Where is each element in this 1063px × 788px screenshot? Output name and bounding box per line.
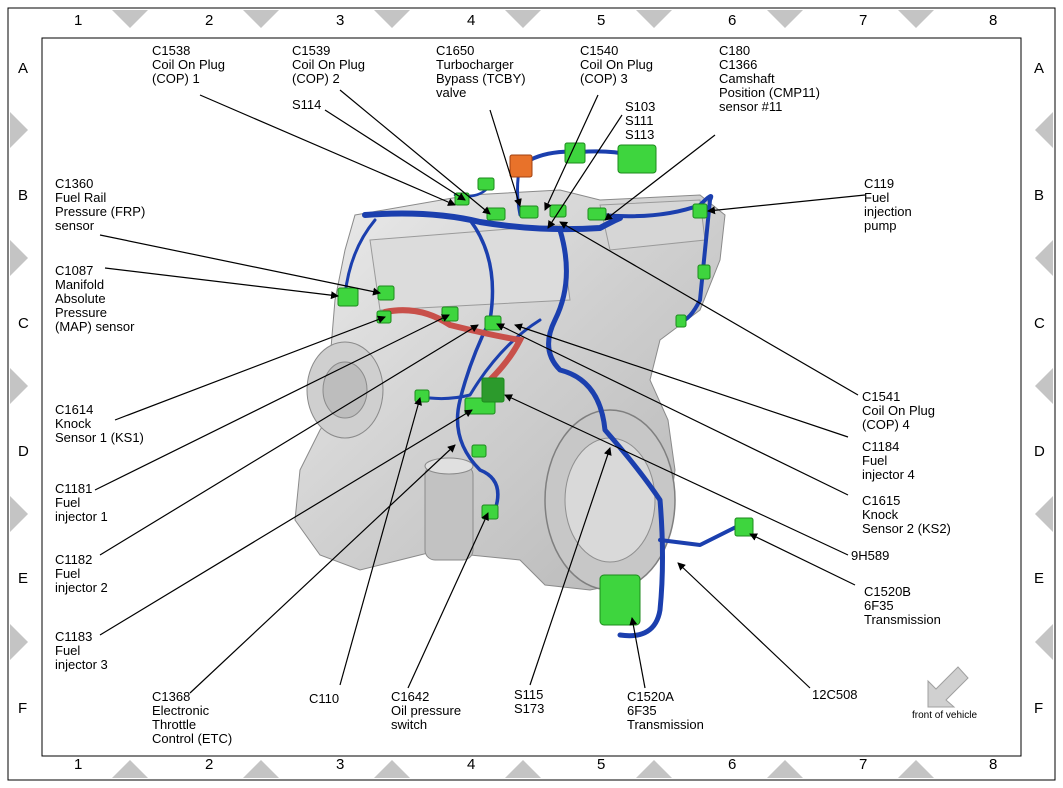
label-c1181: C1181 Fuel injector 1 [55,481,108,524]
col-label: 4 [467,12,476,29]
label-c1614: C1614 Knock Sensor 1 (KS1) [55,402,144,445]
row-label: D [1034,443,1045,460]
label-c1087: C1087 Manifold Absolute Pressure (MAP) s… [55,263,135,334]
col-label: 6 [728,12,737,29]
label-c1183: C1183 Fuel injector 3 [55,629,108,672]
label-12c508: 12C508 [812,687,858,702]
col-label: 7 [859,12,868,29]
leader-lines [94,89,866,694]
row-label: C [18,315,29,332]
col-label: 1 [74,12,83,29]
label-c180: C180 C1366 Camshaft Position (CMP11) sen… [719,43,820,114]
label-9h589: 9H589 [851,548,890,563]
col-label: 4 [467,756,476,773]
label-c1368: C1368 Electronic Throttle Control (ETC) [152,689,233,746]
row-label: C [1034,315,1045,332]
row-label: F [18,700,28,717]
label-c1615: C1615 Knock Sensor 2 (KS2) [862,493,951,536]
label-c1520a: C1520A 6F35 Transmission [627,689,704,732]
label-c1184: C1184 Fuel injector 4 [862,439,915,482]
top-border-triangles [112,10,934,28]
right-border-triangles [1035,112,1053,660]
row-label: B [1034,187,1045,204]
label-c1360: C1360 Fuel Rail Pressure (FRP) sensor [55,176,146,233]
row-label: A [1034,60,1045,77]
diagram-inner-border [41,37,1022,757]
col-label: 5 [597,12,606,29]
col-label: 8 [989,756,998,773]
col-label: 7 [859,756,868,773]
row-label: D [18,443,29,460]
label-s103: S103 S111 S113 [625,99,656,142]
col-label: 3 [336,12,345,29]
tcby-connector [509,154,533,178]
left-border-triangles [10,112,28,660]
col-label: 1 [74,756,83,773]
col-label: 5 [597,756,606,773]
diagram-border [7,7,1056,781]
row-label: B [18,187,29,204]
label-c1650: C1650 Turbocharger Bypass (TCBY) valve [436,43,526,100]
col-label: 6 [728,756,737,773]
label-c1642: C1642 Oil pressure switch [391,689,462,732]
row-label: F [1034,700,1044,717]
label-c119: C119 Fuel injection pump [864,176,912,233]
label-c1539: C1539 Coil On Plug (COP) 2 [292,43,365,86]
col-label: 2 [205,756,214,773]
col-label: 2 [205,12,214,29]
knock-sensor-wire [382,307,525,383]
col-label: 8 [989,12,998,29]
label-c1541: C1541 Coil On Plug (COP) 4 [862,389,935,432]
label-c110: C110 [309,691,340,706]
label-s114: S114 [292,97,322,112]
row-label: E [18,570,29,587]
bottom-border-triangles [112,760,934,778]
front-of-vehicle-label: front of vehicle [912,710,978,721]
front-of-vehicle-arrow [927,666,969,708]
col-label: 3 [336,756,345,773]
label-c1182: C1182 Fuel injector 2 [55,552,108,595]
label-s115: S115 S173 [514,687,545,716]
label-c1538: C1538 Coil On Plug (COP) 1 [152,43,225,86]
harness-connectors [337,142,754,626]
label-c1520b: C1520B 6F35 Transmission [864,584,941,627]
label-c1540: C1540 Coil On Plug (COP) 3 [580,43,653,86]
row-label: A [18,60,29,77]
row-label: E [1034,570,1045,587]
